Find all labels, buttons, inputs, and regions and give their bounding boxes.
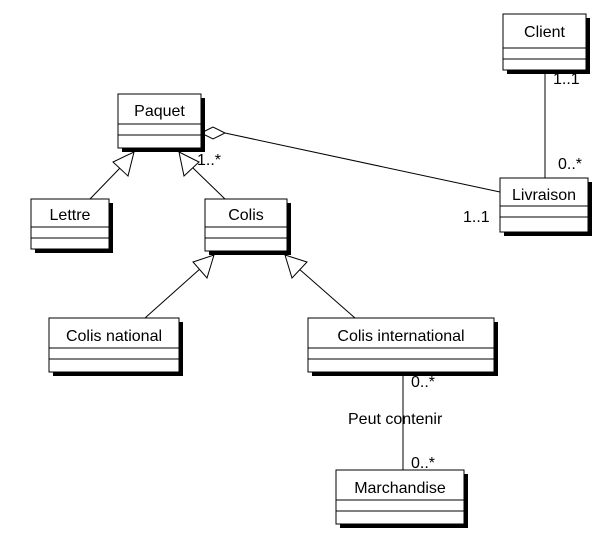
lettre-paquet-generalization (89, 167, 121, 200)
class-colis-international[interactable]: Colis international (307, 317, 498, 376)
class-colis[interactable]: Colis (204, 198, 291, 255)
class-client[interactable]: Client (502, 13, 590, 74)
multiplicity-colis-international: 0..* (411, 374, 435, 391)
generalization-arrow-icon (178, 151, 200, 177)
class-marchandise[interactable]: Marchandise (335, 469, 468, 528)
class-lettre[interactable]: Lettre (30, 198, 113, 253)
generalization-arrow-icon (284, 254, 308, 279)
multiplicity-paquet: 1..* (197, 152, 221, 169)
class-name: Marchandise (354, 480, 446, 497)
class-name: Paquet (134, 103, 185, 120)
class-name: Livraison (512, 187, 576, 204)
colis-international-colis-generalization (297, 267, 356, 319)
generalization-arrow-icon (112, 151, 135, 177)
multiplicity-client: 1..1 (553, 71, 580, 88)
multiplicity-livraison-client: 0..* (558, 156, 582, 173)
class-livraison[interactable]: Livraison (499, 177, 592, 236)
class-name: Colis (228, 207, 264, 224)
class-name: Client (524, 24, 565, 41)
class-paquet[interactable]: Paquet (117, 93, 205, 152)
class-colis-national[interactable]: Colis national (48, 317, 183, 376)
multiplicity-livraison-paquet: 1..1 (463, 209, 490, 226)
class-name: Colis international (337, 328, 464, 345)
generalization-arrow-icon (192, 254, 215, 280)
class-name: Lettre (50, 207, 91, 224)
multiplicity-marchandise: 0..* (411, 455, 435, 472)
paquet-livraison-aggregation (224, 132, 501, 193)
colis-paquet-generalization (192, 167, 226, 200)
colis-national-colis-generalization (144, 267, 202, 319)
association-label: Peut contenir (348, 411, 443, 428)
class-name: Colis national (66, 328, 162, 345)
aggregation-diamond-icon (199, 126, 227, 140)
